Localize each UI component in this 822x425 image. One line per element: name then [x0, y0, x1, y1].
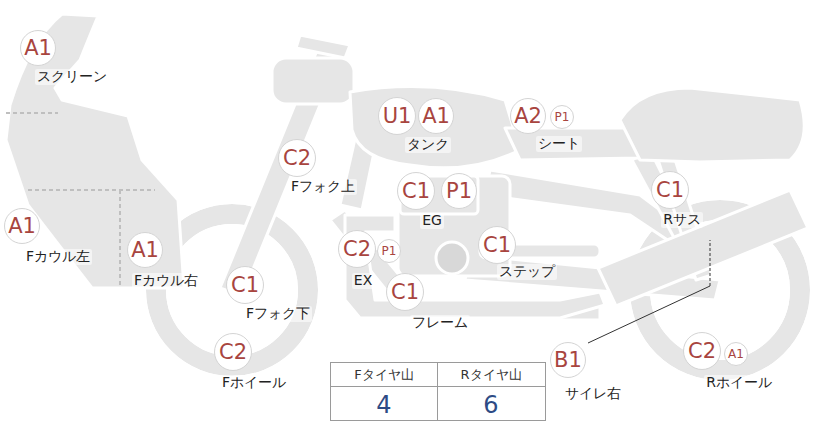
part-name: ステップ — [497, 264, 557, 279]
callout-circle: P1 — [550, 105, 574, 129]
callout-circle: A1 — [724, 342, 748, 366]
part-name: サイレ右 — [563, 386, 623, 401]
part-name: Rサス — [661, 212, 703, 227]
part-name: Rホイール — [704, 375, 774, 390]
callout-code: C2 — [219, 342, 247, 363]
part-name: Fカウル右 — [132, 273, 200, 288]
part-name: Fカウル左 — [24, 249, 92, 264]
callout-circle: A1 — [4, 208, 40, 244]
callout-code: P1 — [446, 181, 472, 202]
callout-circle: C2 — [683, 332, 721, 370]
part-name: Fフォク上 — [289, 179, 357, 194]
callout-circle: C1 — [386, 273, 424, 311]
table-cell: Fタイヤ山 — [352, 368, 415, 382]
part-name: Fホイール — [220, 375, 288, 390]
part-name: スクリーン — [35, 69, 109, 84]
callout-code: A1 — [8, 216, 36, 237]
callout-code: A2 — [514, 106, 542, 127]
callout-code: A1 — [24, 38, 52, 59]
callout-circle: C2 — [338, 230, 376, 268]
callout-circle: C2 — [278, 139, 316, 177]
part-name: シート — [536, 136, 582, 151]
callout-code: C2 — [283, 148, 311, 169]
callout-circle: A1 — [20, 30, 56, 66]
callout-circle: B1 — [550, 342, 586, 378]
callout-circle: C2 — [214, 333, 252, 371]
callout-code: B1 — [554, 350, 582, 371]
callout-code: C1 — [402, 181, 430, 202]
callout-circle: A2 — [510, 98, 546, 134]
callout-code: A1 — [131, 240, 159, 261]
callout-circle: P1 — [377, 239, 401, 263]
callout-code: P1 — [382, 245, 397, 257]
callout-circle: C1 — [397, 172, 435, 210]
callout-code: A1 — [422, 106, 450, 127]
part-name: Fフォク下 — [244, 306, 312, 321]
callout-code: C1 — [483, 235, 511, 256]
callout-circle: C1 — [226, 266, 264, 304]
callout-code: C1 — [231, 275, 259, 296]
callout-code: U1 — [383, 106, 412, 127]
callout-code: C1 — [391, 282, 419, 303]
part-name: EX — [352, 273, 374, 288]
callout-circle: A1 — [418, 98, 454, 134]
callout-code: C1 — [656, 180, 684, 201]
part-name: EG — [420, 213, 444, 228]
callout-circle: U1 — [378, 97, 416, 135]
part-name: フレーム — [410, 315, 470, 330]
callout-code: C2 — [688, 341, 716, 362]
callout-code: P1 — [555, 111, 570, 123]
table-cell: 6 — [481, 392, 500, 418]
callout-code: C2 — [343, 239, 371, 260]
callout-circle: A1 — [127, 232, 163, 268]
callout-circle: P1 — [441, 173, 477, 209]
callout-code: A1 — [728, 348, 744, 360]
callout-circle: C1 — [478, 226, 516, 264]
part-name: タンク — [405, 137, 451, 152]
table-cell: 4 — [374, 392, 393, 418]
table-cell: Rタイヤ山 — [458, 368, 523, 382]
callout-circle: C1 — [651, 171, 689, 209]
